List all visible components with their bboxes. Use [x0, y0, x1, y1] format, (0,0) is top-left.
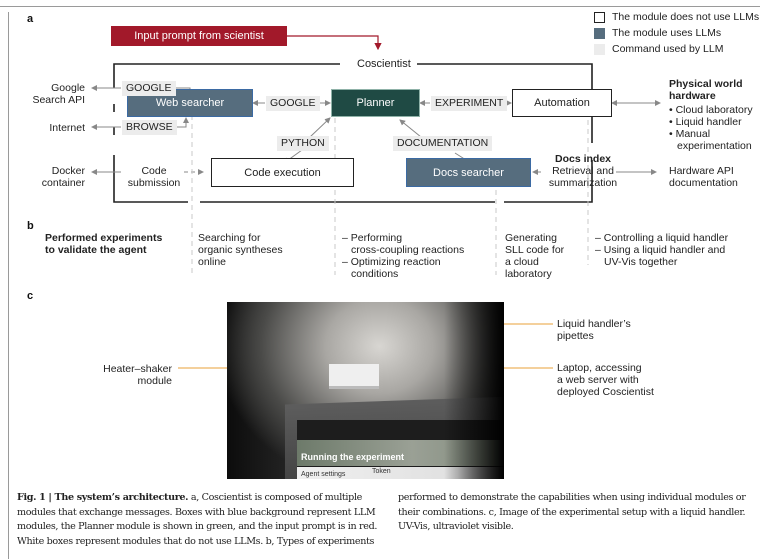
- experiments-col-planner: – Performing cross-coupling reactions – …: [342, 232, 465, 280]
- legend-label-command: Command used by LLM: [612, 43, 724, 55]
- command-google-planner: GOOGLE: [266, 96, 320, 111]
- coscientist-label: Coscientist: [352, 58, 416, 70]
- legend-swatch-command: [594, 44, 605, 55]
- docker-container-label: Docker container: [41, 165, 85, 189]
- heater-shaker-plate: [329, 364, 379, 389]
- coscientist-frame: [113, 63, 593, 203]
- docs-index-label: Docs index Retrieval and summarization: [548, 153, 618, 189]
- screen-agent-settings: Agent settings: [301, 471, 346, 478]
- panel-label-b: b: [27, 220, 34, 232]
- panel-label-c: c: [27, 290, 34, 302]
- physical-item: • Manual: [669, 128, 711, 140]
- hardware-api-label: Hardware API documentation: [669, 165, 738, 189]
- legend-swatch-no-llm: [594, 12, 605, 23]
- command-google-api: GOOGLE: [122, 81, 176, 96]
- command-experiment: EXPERIMENT: [431, 96, 508, 111]
- screen-title: Running the experiment: [301, 452, 405, 462]
- code-submission-label: Code submission: [127, 165, 181, 189]
- photo-fade: [444, 302, 504, 479]
- physical-item: • Liquid handler: [669, 116, 742, 128]
- docs-searcher-module: Docs searcher: [406, 158, 531, 187]
- callout-heater-shaker: Heater–shaker module: [103, 363, 172, 387]
- top-rule: [0, 6, 760, 7]
- left-rule: [8, 12, 9, 559]
- figure-caption-right: performed to demonstrate the capabilitie…: [398, 492, 746, 532]
- experiments-col-web-search: Searching for organic syntheses online: [198, 232, 283, 268]
- legend-swatch-llm: [594, 28, 605, 39]
- command-documentation: DOCUMENTATION: [393, 136, 493, 151]
- command-browse: BROWSE: [122, 120, 177, 135]
- figure-caption-left: Fig. 1 | The system’s architecture. a, C…: [17, 492, 378, 547]
- prompt-arrow: [287, 35, 382, 51]
- command-python: PYTHON: [277, 136, 329, 151]
- experimental-setup-photo: Running the experiment Agent settings To…: [227, 302, 504, 479]
- planner-module: Planner: [331, 89, 420, 117]
- panel-label-a: a: [27, 13, 34, 25]
- web-searcher-module: Web searcher: [127, 89, 253, 117]
- google-search-api-label: Google Search API: [32, 82, 85, 106]
- experiments-col-automation: – Controlling a liquid handler – Using a…: [595, 232, 729, 268]
- experiments-title: Performed experiments to validate the ag…: [45, 232, 163, 256]
- code-execution-module: Code execution: [211, 158, 354, 187]
- automation-module: Automation: [512, 89, 612, 117]
- experiments-col-docs: Generating SLL code for a cloud laborato…: [505, 232, 565, 280]
- callout-pipettes: Liquid handler’s pipettes: [557, 318, 631, 342]
- input-prompt-box: Input prompt from scientist: [111, 26, 287, 46]
- legend-label-llm: The module uses LLMs: [612, 27, 722, 39]
- physical-item: • Cloud laboratory: [669, 104, 753, 116]
- internet-label: Internet: [49, 122, 85, 134]
- caption-fig-title: Fig. 1 | The system’s architecture.: [17, 492, 189, 503]
- screen-token: Token: [372, 468, 391, 475]
- callout-laptop: Laptop, accessing a web server with depl…: [557, 362, 654, 398]
- physical-hardware-label: Physical world hardware • Cloud laborato…: [669, 78, 753, 152]
- legend-label-no-llm: The module does not use LLMs: [612, 11, 760, 23]
